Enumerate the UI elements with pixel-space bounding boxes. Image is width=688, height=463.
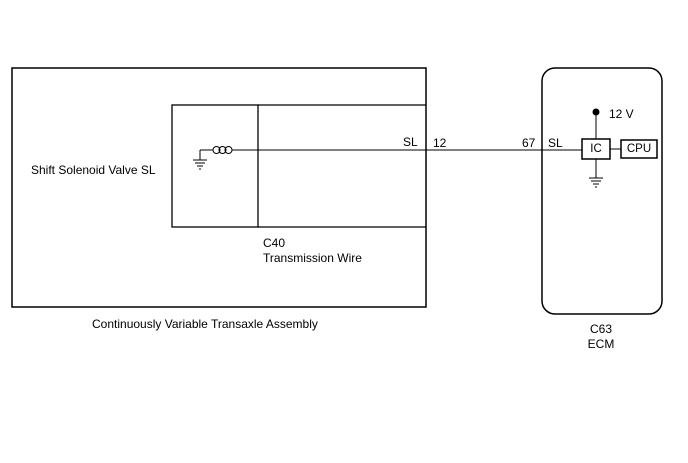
ecm-code-label: C63 [589,322,613,336]
cpu-label: CPU [626,143,652,155]
ic-label: IC [590,143,602,155]
transaxle-assembly-box [11,67,427,308]
c40-name-label: Transmission Wire [263,251,362,265]
ecm-box [541,67,663,315]
assembly-name-label: Continuously Variable Transaxle Assembly [92,317,318,331]
solenoid-coil-icon [212,146,233,154]
ecm-name-label: ECM [587,337,615,351]
c40-signal-label: SL [403,135,418,149]
c40-code-label: C40 [263,236,286,250]
c40-pin-label: 12 [433,136,447,150]
ecm-pin-label: 67 [522,136,536,150]
cpu-box [620,139,658,159]
solenoid-box [171,104,259,228]
solenoid-label: Shift Solenoid Valve SL [31,163,156,177]
power-supply-icon [592,108,600,139]
ecm-signal-label: SL [548,136,563,150]
solenoid-ground-icon [193,149,213,170]
supply-voltage-label: 12 V [609,107,634,121]
ecm-ground-icon [589,159,603,188]
